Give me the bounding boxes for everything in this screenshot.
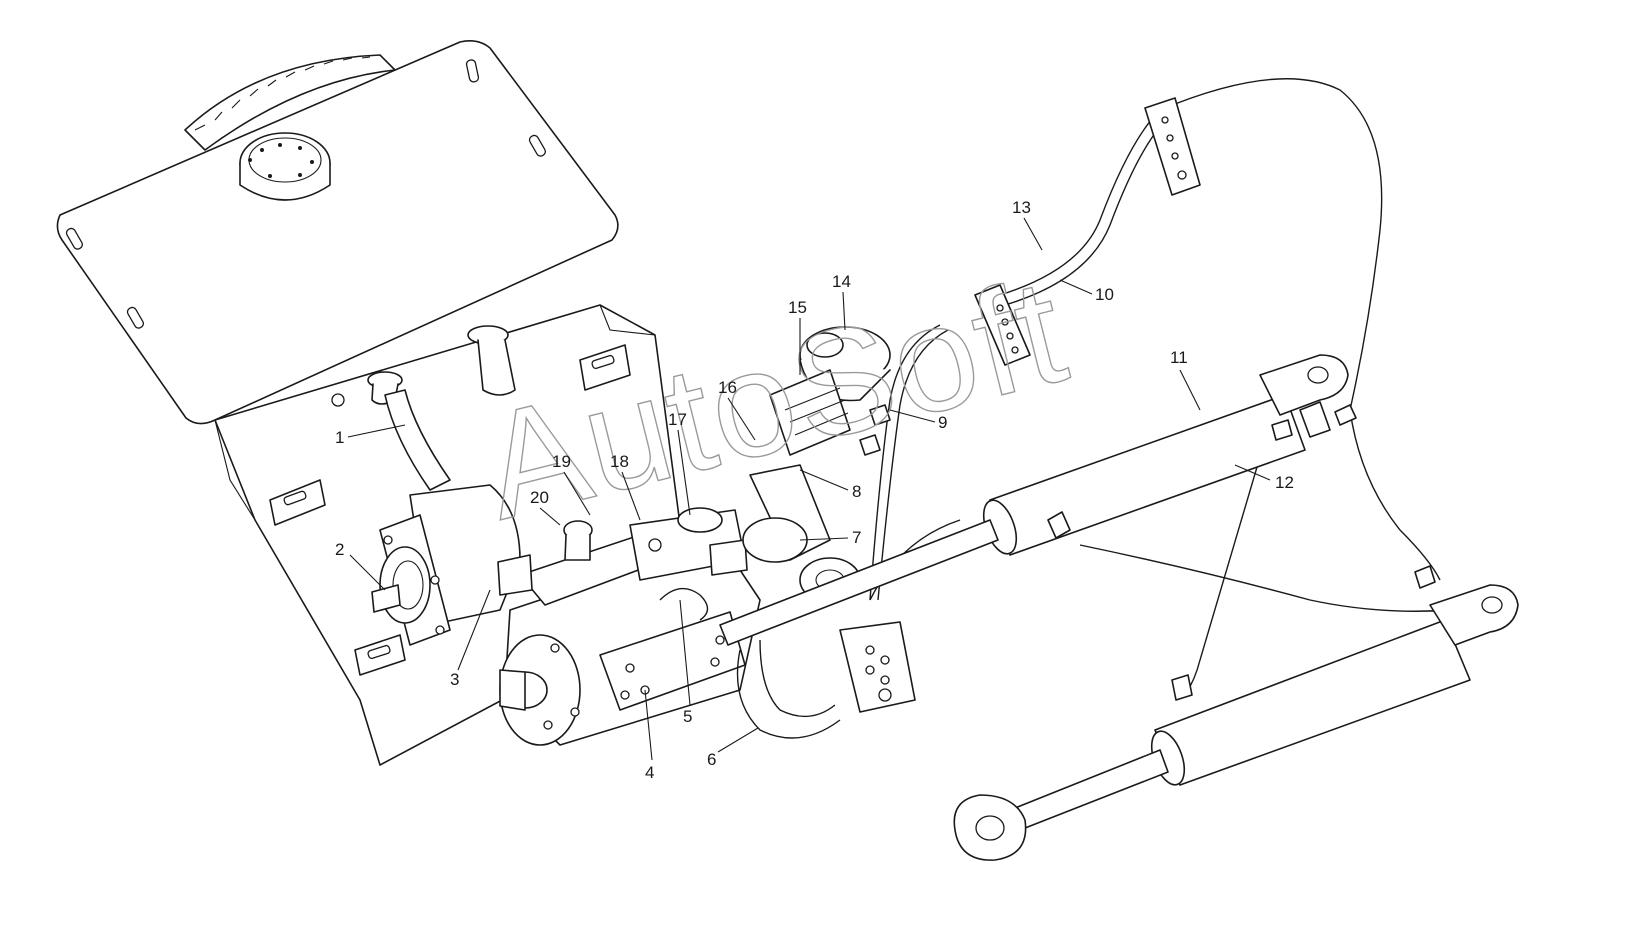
return-hose-inner xyxy=(759,639,836,718)
callout-11: 11 xyxy=(1170,348,1188,367)
callout-3: 3 xyxy=(450,670,459,689)
suction-pipe xyxy=(384,389,451,491)
distributor-block xyxy=(497,507,761,746)
callout-8: 8 xyxy=(852,482,861,501)
hydraulic-cylinder-upper xyxy=(719,354,1349,646)
callout-17: 17 xyxy=(668,410,687,429)
callout-18: 18 xyxy=(610,452,629,471)
oil-filter xyxy=(769,326,891,456)
callout-9: 9 xyxy=(938,413,947,432)
valve-bracket xyxy=(742,464,916,713)
callout-15: 15 xyxy=(788,298,807,317)
callout-13: 13 xyxy=(1012,198,1031,217)
callout-12: 12 xyxy=(1275,473,1294,492)
callout-4: 4 xyxy=(645,763,654,782)
callout-20: 20 xyxy=(530,488,549,507)
callout-1: 1 xyxy=(335,428,344,447)
callout-16: 16 xyxy=(718,378,737,397)
leader-lines xyxy=(347,217,1271,761)
hydraulic-cylinder-lower xyxy=(953,584,1519,861)
callout-5: 5 xyxy=(683,707,692,726)
callout-2: 2 xyxy=(335,540,344,559)
hose-fittings xyxy=(859,404,1436,701)
callout-7: 7 xyxy=(852,528,861,547)
callout-labels: 1 2 3 4 5 6 7 8 9 10 11 12 13 14 15 16 1… xyxy=(335,198,1294,782)
hydraulic-pump xyxy=(371,484,521,646)
callout-10: 10 xyxy=(1095,285,1114,304)
callout-19: 19 xyxy=(552,452,571,471)
return-hose xyxy=(736,649,841,739)
callout-14: 14 xyxy=(832,272,851,291)
hose-connector-blocks xyxy=(974,97,1201,366)
callout-6: 6 xyxy=(707,750,716,769)
